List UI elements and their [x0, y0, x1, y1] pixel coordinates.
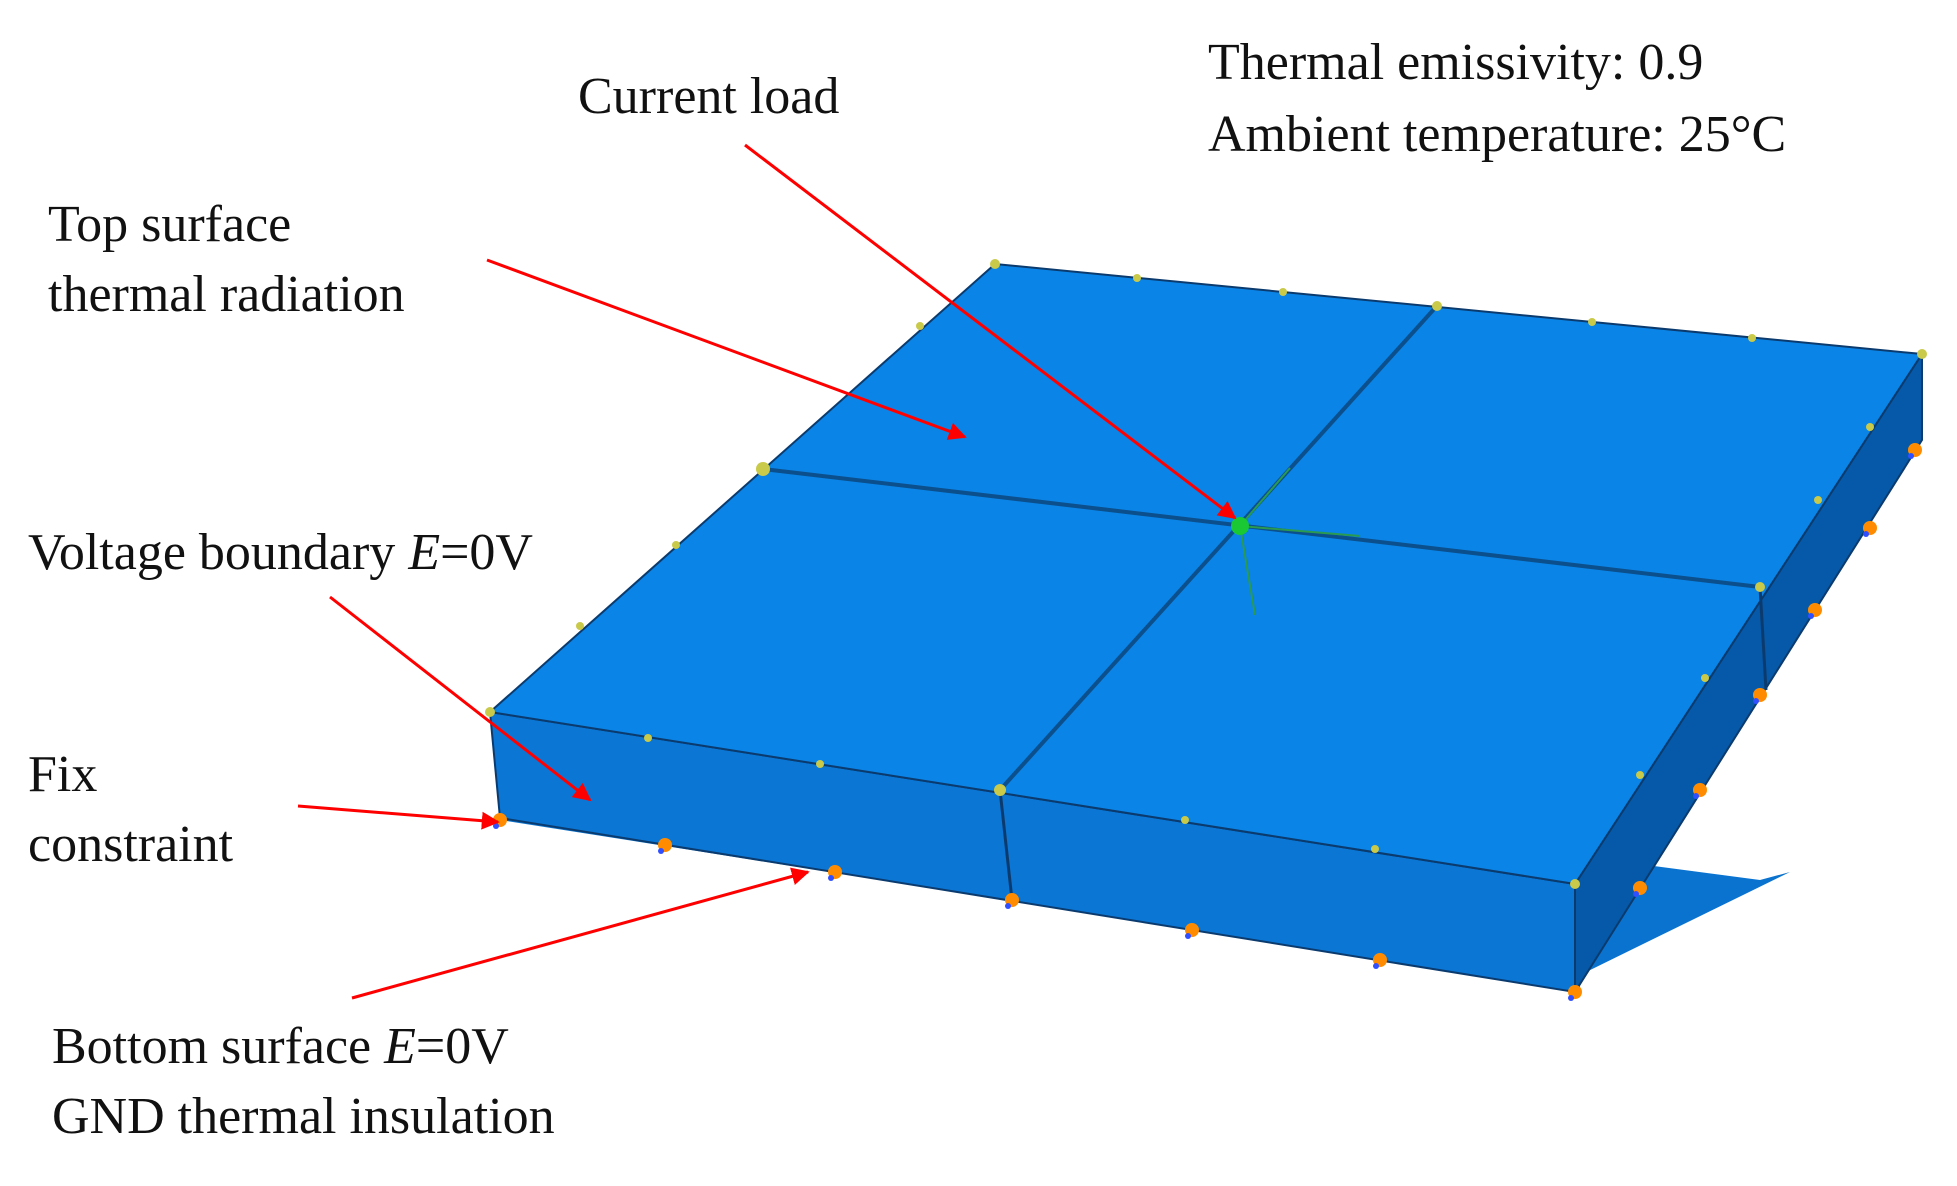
current-load-label: Current load [578, 68, 840, 125]
top-surface-label-line2: thermal radiation [48, 266, 405, 323]
gnd-thermal-insulation-label: GND thermal insulation [52, 1088, 555, 1145]
current-load-point [1231, 467, 1361, 616]
plate-front-seam [998, 789, 1014, 901]
voltage-boundary-suffix: =0V [440, 524, 533, 581]
arrow-current-load [744, 143, 1237, 520]
plate-right-seam [1758, 586, 1768, 691]
voltage-boundary-prefix: Voltage boundary [28, 524, 409, 581]
bottom-surface-suffix: =0V [415, 1018, 509, 1075]
fix-constraint-label-line2: constraint [28, 816, 234, 873]
bottom-surface-label: Bottom surface E=0V [52, 1012, 509, 1082]
bottom-surface-variable: E [384, 1018, 416, 1075]
arrow-bottom-surface [351, 867, 810, 1000]
leader-arrows [297, 143, 1237, 1000]
voltage-boundary-variable: E [408, 524, 441, 581]
voltage-boundary-label: Voltage boundary E=0V [28, 518, 533, 588]
thermal-emissivity-label: Thermal emissivity: 0.9 [1208, 34, 1704, 91]
arrow-voltage-boundary [329, 595, 592, 802]
plate-partition-line-2 [998, 306, 1437, 792]
ambient-temperature-label: Ambient temperature: 25°C [1208, 106, 1787, 163]
bottom-surface-prefix: Bottom surface [52, 1018, 385, 1075]
boundary-dots [485, 259, 1927, 889]
arrow-top-surface [486, 258, 967, 440]
arrow-fix-constraint [297, 804, 500, 830]
top-surface-label-line1: Top surface [48, 196, 292, 253]
fix-constraint-label-line1: Fix [28, 746, 98, 803]
plate-model [487, 262, 1924, 996]
